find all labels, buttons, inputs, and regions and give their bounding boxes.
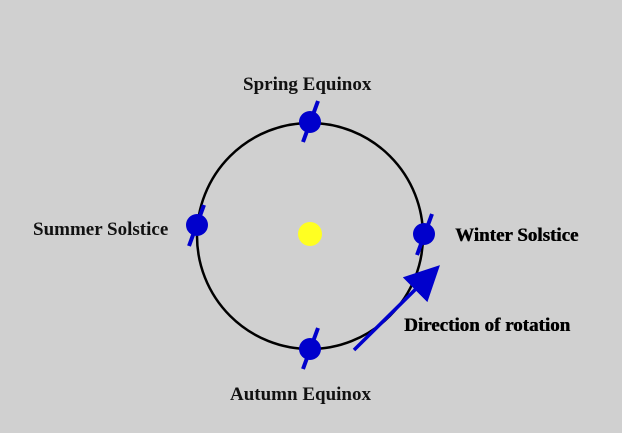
earth-icon [413, 223, 435, 245]
label-spring-equinox: Spring Equinox [243, 74, 372, 95]
label-direction-of-rotation: Direction of rotation [404, 315, 571, 336]
label-winter-solstice: Winter Solstice [455, 225, 579, 246]
earth-summer-solstice [186, 204, 208, 247]
earth-winter-solstice [413, 213, 435, 256]
rotation-arrow-icon [352, 265, 440, 352]
earth-icon [186, 214, 208, 236]
earth-icon [299, 111, 321, 133]
earth-icon [299, 338, 321, 360]
label-summer-solstice: Summer Solstice [33, 219, 169, 240]
sun-icon [298, 222, 322, 246]
earth-spring-equinox [299, 100, 321, 143]
label-autumn-equinox: Autumn Equinox [230, 384, 371, 405]
earth-autumn-equinox [299, 327, 321, 370]
